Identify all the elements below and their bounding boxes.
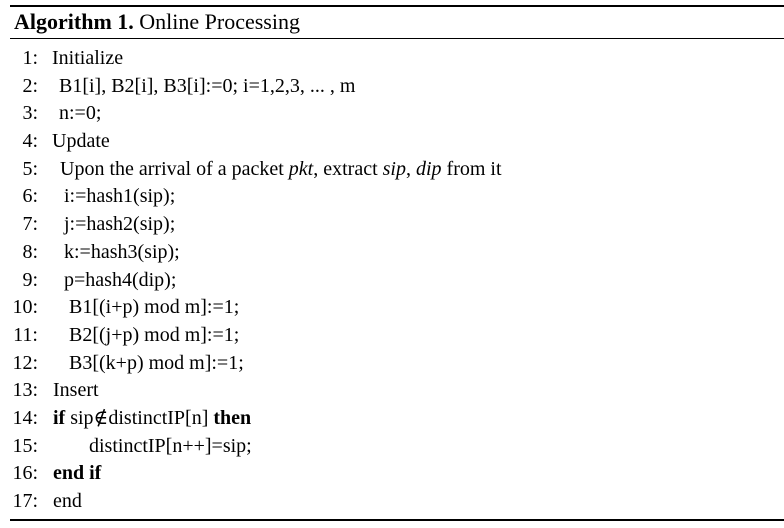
algorithm-line: 6: i:=hash1(sip); — [10, 183, 784, 211]
line-text: B1[i], B2[i], B3[i]:=0; i=1,2,3, ... , m — [59, 74, 356, 97]
algorithm-line: 9: p=hash4(dip); — [10, 267, 784, 295]
line-number: 2: — [22, 74, 38, 97]
line-number: 7: — [22, 213, 38, 236]
line-text: p=hash4(dip); — [64, 268, 177, 291]
algorithm-line: 3: n:=0; — [10, 100, 784, 128]
line-text: Upon the arrival of a packet pkt, extrac… — [60, 156, 502, 184]
line-text: j:=hash2(sip); — [64, 213, 176, 236]
algorithm-line: 14: if sip∉distinctIP[n] then — [10, 405, 784, 433]
algorithm-block: Algorithm 1. Online Processing 1: Initia… — [10, 0, 784, 528]
line-text: n:=0; — [59, 102, 102, 125]
line-text: k:=hash3(sip); — [64, 240, 180, 263]
line-text: Insert — [53, 379, 99, 402]
line-number: 11: — [13, 323, 38, 346]
line-number: 13: — [12, 379, 38, 402]
line-text: distinctIP[n++]=sip; — [89, 434, 252, 457]
line-text: B1[(i+p) mod m]:=1; — [69, 296, 240, 319]
line-text: Update — [52, 130, 110, 153]
line-text: if sip∉distinctIP[n] then — [53, 405, 251, 433]
line-text: i:=hash1(sip); — [64, 185, 176, 208]
algorithm-line: 11: B2[(j+p) mod m]:=1; — [10, 322, 784, 350]
algorithm-line: 7: j:=hash2(sip); — [10, 211, 784, 239]
var-sip: sip — [382, 157, 406, 180]
bottom-rule — [10, 519, 784, 521]
header-rule — [10, 38, 784, 39]
algorithm-lines: 1: Initialize 2: B1[i], B2[i], B3[i]:=0;… — [10, 45, 784, 516]
algorithm-line: 4: Update — [10, 128, 784, 156]
algorithm-label: Algorithm 1. — [14, 9, 134, 34]
line-text: Initialize — [52, 47, 124, 69]
algorithm-line: 12: B3[(k+p) mod m]:=1; — [10, 350, 784, 378]
algorithm-line: 17: end — [10, 488, 784, 516]
algorithm-header: Algorithm 1. Online Processing — [14, 8, 300, 36]
algorithm-line: 13: Insert — [10, 377, 784, 405]
algorithm-line: 16: end if — [10, 460, 784, 488]
algorithm-line: 1: Initialize — [10, 45, 784, 73]
algorithm-title: Online Processing — [139, 9, 300, 34]
algorithm-line: 10: B1[(i+p) mod m]:=1; — [10, 294, 784, 322]
text-fragment: from it — [441, 157, 502, 180]
algorithm-line: 8: k:=hash3(sip); — [10, 239, 784, 267]
condition: sip∉distinctIP[n] — [70, 406, 209, 429]
var-dip: dip — [415, 157, 442, 180]
line-number: 15: — [12, 434, 38, 457]
algorithm-line: 2: B1[i], B2[i], B3[i]:=0; i=1,2,3, ... … — [10, 73, 784, 101]
line-number: 3: — [22, 102, 38, 125]
line-number: 17: — [12, 490, 38, 512]
keyword-then: then — [213, 406, 252, 429]
var-pkt: pkt — [288, 157, 314, 180]
text-fragment: , extract — [313, 157, 383, 180]
keyword-if: if — [53, 406, 66, 429]
line-number: 9: — [22, 268, 38, 291]
line-text: end — [53, 490, 82, 512]
text-fragment: Upon the arrival of a packet — [60, 157, 289, 180]
text-fragment: , — [405, 157, 416, 180]
top-rule — [10, 5, 784, 7]
keyword-end-if: end if — [53, 462, 102, 485]
line-number: 10: — [12, 296, 38, 319]
line-number: 5: — [22, 157, 38, 180]
algorithm-line: 15: distinctIP[n++]=sip; — [10, 433, 784, 461]
line-text: B3[(k+p) mod m]:=1; — [69, 351, 244, 374]
line-number: 16: — [12, 462, 38, 485]
line-number: 1: — [22, 47, 38, 69]
line-number: 14: — [12, 406, 38, 429]
line-number: 4: — [22, 130, 38, 153]
line-number: 8: — [22, 240, 38, 263]
line-number: 12: — [12, 351, 38, 374]
line-number: 6: — [22, 185, 38, 208]
line-text: B2[(j+p) mod m]:=1; — [69, 323, 240, 346]
algorithm-line: 5: Upon the arrival of a packet pkt, ext… — [10, 156, 784, 184]
